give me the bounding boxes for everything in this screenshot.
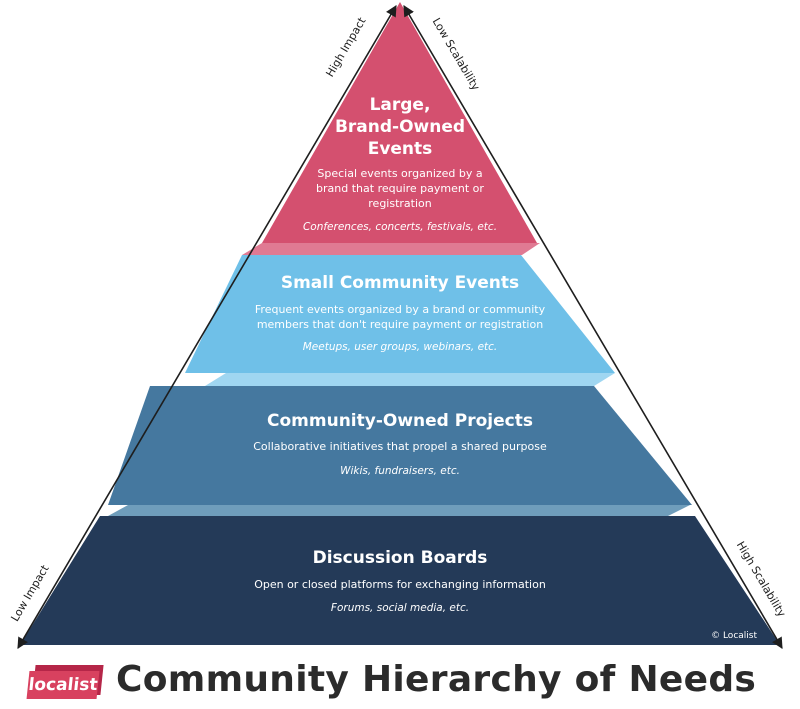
tier-1-desc-line-1: Special events organized by a	[317, 167, 482, 180]
tier-1-title-line-1: Large,	[370, 95, 431, 115]
tier-4-desc-line-1: Open or closed platforms for exchanging …	[254, 578, 546, 591]
tier-1-desc-line-3: registration	[368, 197, 431, 210]
tier-1-edge	[242, 243, 540, 255]
copyright-text: © Localist	[711, 631, 757, 641]
right-axis-arrow	[403, 5, 783, 649]
tier-1-examples: Conferences, concerts, festivals, etc.	[303, 221, 497, 233]
tier-2-desc-line-2: members that don't require payment or re…	[257, 318, 543, 331]
tier-2-edge	[205, 373, 615, 386]
tier-1-desc-line-2: brand that require payment or	[316, 182, 484, 195]
tier-4-examples: Forums, social media, etc.	[331, 602, 469, 614]
tier-2-title: Small Community Events	[281, 273, 519, 293]
left-axis-arrow	[17, 5, 397, 649]
tier-2-desc-line-1: Frequent events organized by a brand or …	[255, 303, 546, 316]
tier-1-title-line-2: Brand-Owned	[335, 117, 465, 137]
page-title: Community Hierarchy of Needs	[116, 659, 757, 700]
localist-logo[interactable]: localist	[26, 665, 106, 699]
tier-3-examples: Wikis, fundraisers, etc.	[340, 465, 460, 477]
tier-3-title: Community-Owned Projects	[267, 411, 533, 431]
tier-4-title: Discussion Boards	[313, 548, 488, 568]
tier-2-examples: Meetups, user groups, webinars, etc.	[303, 341, 498, 353]
footer: localist Community Hierarchy of Needs	[22, 657, 782, 707]
tier-3-edge	[108, 505, 690, 516]
logo-text: localist	[26, 671, 100, 699]
tier-1-title-line-3: Events	[368, 139, 433, 159]
tier-3-desc-line-1: Collaborative initiatives that propel a …	[253, 440, 547, 453]
